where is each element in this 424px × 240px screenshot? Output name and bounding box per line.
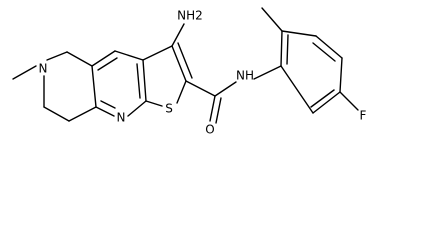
bond-ch2-c8a <box>68 106 97 122</box>
atom-label-amide-nh: NH <box>236 69 254 83</box>
molecule-diagram: NH2 N N S O NH F <box>12 7 367 137</box>
bond-ar5-ar6 <box>312 91 341 114</box>
bond-aryl-methyl <box>261 7 283 32</box>
bond-ch2-c4a <box>66 51 93 67</box>
atom-labels: NH2 N N S O NH F <box>39 9 367 137</box>
bond-nh-aryl <box>253 65 282 80</box>
bond-c3-nh2 <box>171 23 185 47</box>
bond-c3-c2-inner <box>177 42 193 79</box>
bond-s-c8b <box>145 100 163 107</box>
bond-c4a-c5 <box>91 50 116 67</box>
bond-carbonyl-o-inner <box>215 97 222 124</box>
bond-ar4-ar5 <box>339 57 343 93</box>
bond-c4b-c8b <box>142 59 147 102</box>
bond-c4a-c5-inner <box>97 57 118 71</box>
bond-c4b-c3 <box>142 45 173 61</box>
atom-label-pyridine-n: N <box>117 111 126 125</box>
bond-c4b-c8b-inner <box>136 63 141 99</box>
bond-ar6-ar1 <box>280 65 314 114</box>
bond-c5-c4b <box>114 50 144 61</box>
atom-label-carbonyl-o: O <box>205 123 214 137</box>
bond-c3-c2 <box>171 45 187 82</box>
bond-c4a-c8a <box>91 65 97 108</box>
bond-c8a-n-inner <box>100 100 116 109</box>
atom-label-ring-n-methyl: N <box>39 62 48 76</box>
atom-label-fluoro: F <box>360 109 367 123</box>
bond-c8a-n <box>95 106 115 117</box>
bond-c2-carbonyl <box>185 80 216 97</box>
bond-n-ch2-top <box>46 51 68 61</box>
bond-ch2-ch2 <box>43 106 70 122</box>
bond-carbonyl-nh <box>214 81 237 97</box>
bond-ar1-ar2-inner <box>286 34 289 65</box>
atom-label-nh2: NH2 <box>177 9 203 23</box>
atom-label-thiophene-s: S <box>165 102 173 116</box>
bond-ar3-ar4-inner <box>312 42 336 62</box>
bond-c2-s <box>176 80 187 104</box>
bond-carbonyl-o <box>209 95 216 122</box>
bond-ar3-ar4 <box>315 35 343 59</box>
bond-ar5-ar6-inner <box>310 89 335 108</box>
bond-ar2-ar3 <box>281 30 317 37</box>
bond-lines <box>12 7 359 124</box>
bond-aryl-f <box>339 91 359 111</box>
bond-methyl-n <box>12 65 37 80</box>
bond-n-c8b <box>127 100 147 117</box>
bond-ar1-ar2 <box>280 30 283 67</box>
